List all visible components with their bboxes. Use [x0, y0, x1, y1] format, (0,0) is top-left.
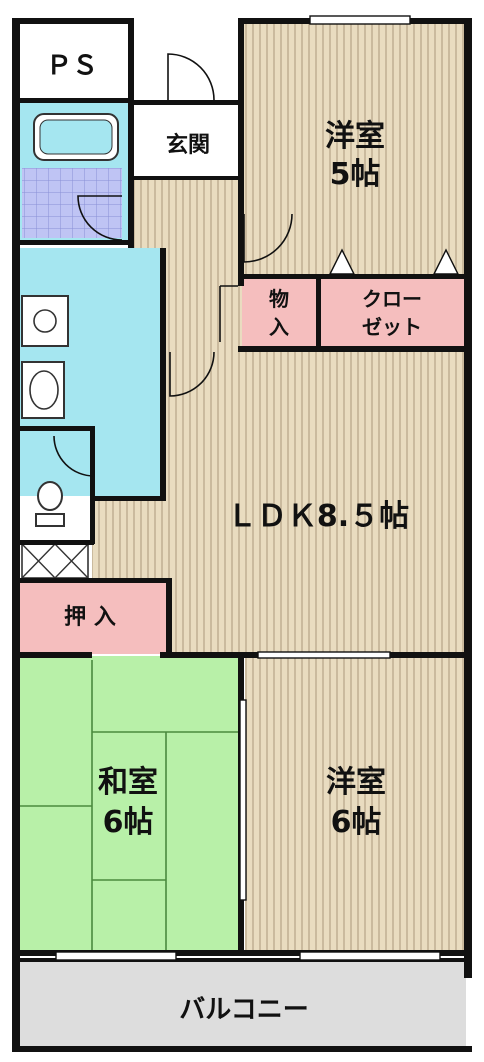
toilet [35, 481, 65, 527]
closet-fold-marks [328, 248, 460, 275]
balcony-area [18, 962, 466, 1050]
bathtub-inner [39, 119, 113, 155]
closet-area [320, 278, 466, 346]
ps-label: ＰＳ [46, 51, 98, 81]
washitsu-floor [18, 656, 243, 954]
mono-ire-label-1: 物 [269, 287, 289, 311]
closet-label-2: ゼット [362, 315, 422, 339]
ldk-label: ＬＤＫ8.５帖 [227, 499, 409, 534]
yoshitsu-north-floor [242, 22, 466, 277]
tatami-lines [18, 660, 240, 950]
washing-machine [21, 295, 69, 347]
balcony-label: バルコニー [179, 995, 308, 1025]
closet-label-1: クロー [362, 287, 422, 311]
mono-ire-area [242, 278, 318, 346]
yoshitsu-south-floor [245, 656, 466, 954]
washitsu-size: 6帖 [103, 805, 154, 840]
mono-ire-label-2: 入 [269, 315, 289, 339]
windows [55, 15, 441, 961]
ps-area [18, 22, 130, 100]
doors [53, 53, 293, 477]
ldk-floor [166, 350, 466, 654]
yoshitsu-south-size: 6帖 [331, 805, 382, 840]
washbasin [21, 361, 65, 419]
bath-tile [22, 168, 122, 238]
yoshitsu-north-label: 洋室 [325, 119, 385, 154]
pipe-shaft-cross [21, 542, 89, 580]
ldk-lower-floor [92, 498, 172, 582]
oshiire-label: 押 入 [64, 604, 116, 630]
yoshitsu-north-size: 5帖 [330, 157, 381, 192]
oshiire-area [18, 582, 168, 654]
washitsu-label: 和室 [98, 765, 158, 800]
genkan-label: 玄関 [166, 132, 210, 158]
yoshitsu-south-label: 洋室 [326, 765, 386, 800]
genkan-area [132, 106, 240, 178]
